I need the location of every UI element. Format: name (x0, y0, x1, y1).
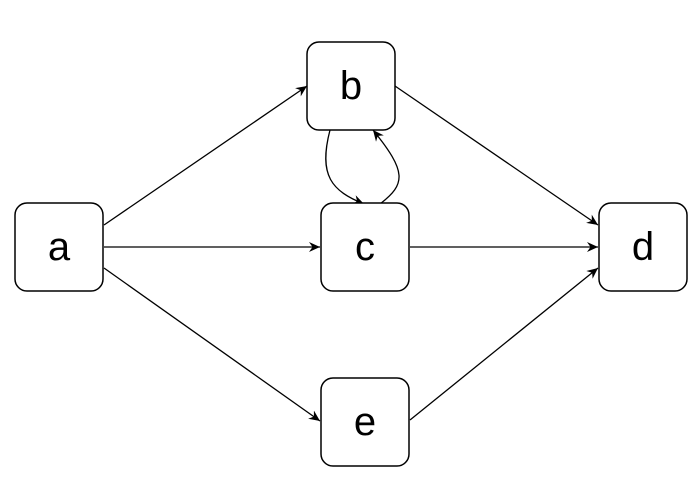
node-a: a (14, 202, 104, 292)
node-b-label: b (340, 64, 362, 108)
node-e: e (320, 377, 410, 467)
edge-a-e (103, 267, 321, 422)
node-b: b (306, 41, 396, 131)
node-c-label: c (355, 225, 375, 269)
node-c: c (320, 202, 410, 292)
node-d: d (598, 202, 688, 292)
node-e-label: e (354, 400, 376, 444)
edge-c-b (372, 129, 400, 205)
edge-b-d (394, 85, 599, 226)
edge-e-d (409, 267, 599, 421)
edge-b-c (325, 129, 365, 205)
node-a-label: a (48, 225, 71, 269)
node-d-label: d (632, 225, 654, 269)
edge-a-b (103, 85, 308, 226)
